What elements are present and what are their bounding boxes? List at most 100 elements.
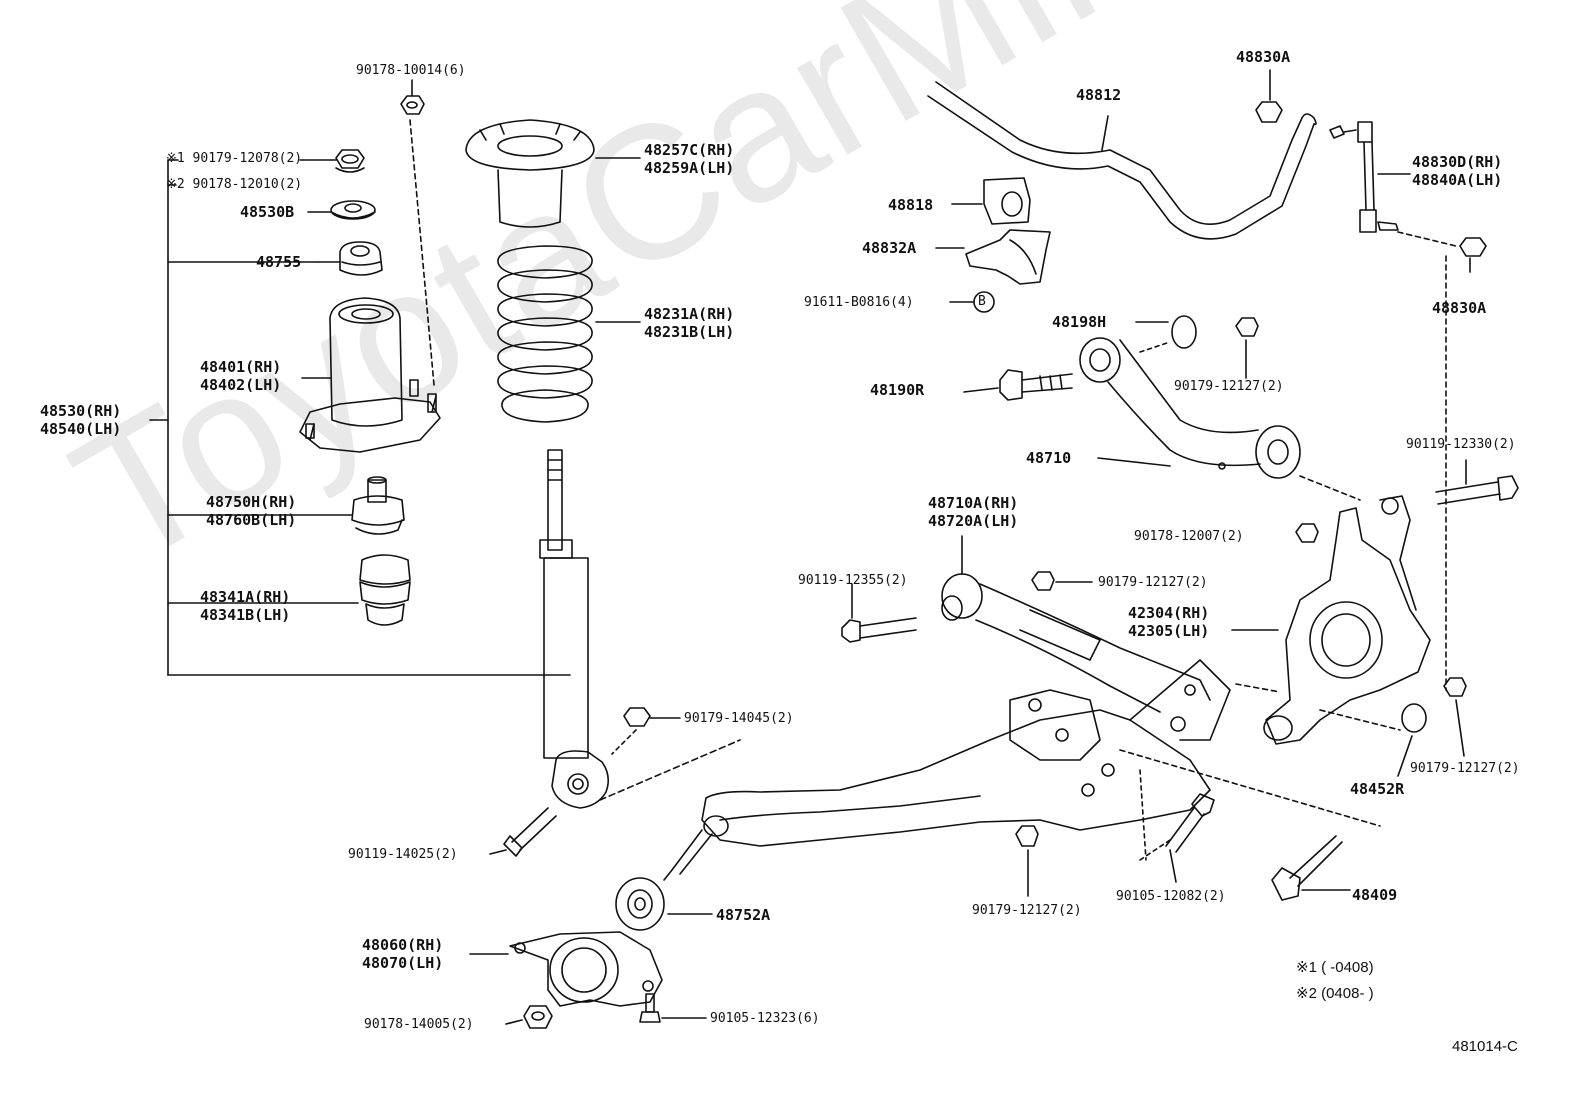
label-48341a: 48341A(RH) 48341B(LH) [200,588,290,624]
nut-90179-12078 [335,149,365,173]
label-42304: 42304(RH) 42305(LH) [1128,604,1209,640]
label-48341b-lh: 48341B(LH) [200,606,291,624]
label-48830a-top: 48830A [1236,48,1291,66]
bushing-48752a [615,877,713,931]
label-90178-14005: 90178-14005(2) [364,1017,474,1032]
cushion-48755 [339,241,383,276]
label-48198h: 48198H [1052,313,1107,331]
label-48231a: 48231A(RH) 48231B(LH) [644,305,734,341]
bumper-48341a [359,554,411,626]
label-48060: 48060(RH) 48070(LH) [362,936,443,972]
bolt-48409 [1271,835,1351,901]
knuckle-42304 [1231,495,1431,745]
label-90178-12010: ※2 90178-12010(2) [166,177,303,192]
cam-48198h [1135,315,1197,349]
bumper-48750h [351,476,405,535]
label-48818: 48818 [888,196,934,214]
label-48060-rh: 48060(RH) [362,936,444,954]
label-48750h-rh: 48750H(RH) [206,493,297,511]
label-90119-12330: 90119-12330(2) [1406,437,1516,452]
spring-seat-48257c [465,119,595,228]
label-90179-12127-d: 90179-12127(2) [972,903,1082,918]
label-48530: 48530(RH) 48540(LH) [40,402,121,438]
label-48812: 48812 [1076,86,1122,104]
label-90179-12127-a: 90179-12127(2) [1174,379,1284,394]
diagram-code: 481014-C [1452,1038,1518,1055]
bracket-48832a [935,229,1051,285]
label-48710a: 48710A(RH) 48720A(LH) [928,494,1018,530]
nut-90179-12127-b [1031,571,1093,591]
label-48830a-right: 48830A [1432,299,1487,317]
label-48401: 48401(RH) 48402(LH) [200,358,281,394]
label-48070-lh: 48070(LH) [362,954,444,972]
label-48530-rh: 48530(RH) [40,402,122,420]
nut-90179-12127-c [1443,677,1467,757]
label-90178-10014: 90178-10014(6) [356,63,466,78]
label-48190r: 48190R [870,381,925,399]
label-90179-12127-b: 90179-12127(2) [1098,575,1208,590]
label-90105-12082: 90105-12082(2) [1116,889,1226,904]
label-91611-b0816: 91611-B0816(4) [804,295,914,310]
label-42305-lh: 42305(LH) [1128,622,1210,640]
bushing-48818 [951,177,1031,225]
label-48720a-lh: 48720A(LH) [928,512,1019,530]
bracket-48060 [469,931,663,1007]
label-48540-lh: 48540(LH) [40,420,122,438]
label-48257c: 48257C(RH) 48259A(LH) [644,141,734,177]
bolt-48190r [963,369,1073,401]
label-48452r: 48452R [1350,780,1405,798]
label-48257c-rh: 48257C(RH) [644,141,735,159]
label-48755: 48755 [256,253,302,271]
coil-spring-48231a [497,245,593,423]
label-48231a-rh: 48231A(RH) [644,305,735,323]
label-90178-12007: 90178-12007(2) [1134,529,1244,544]
nut-48830a-top [1255,69,1283,123]
label-48750h: 48750H(RH) 48760B(LH) [206,493,296,529]
arm-pin [663,815,729,881]
label-48710: 48710 [1026,449,1072,467]
label-48402-lh: 48402(LH) [200,376,282,394]
label-48710a-rh: 48710A(RH) [928,494,1019,512]
nut-90179-14045 [611,707,681,755]
label-48259a-lh: 48259A(LH) [644,159,735,177]
stabilizer-link-48830d [1329,121,1411,233]
nut-90179-12127-a [1235,317,1259,379]
upper-arm-48710 [1079,337,1361,501]
label-48760b-lh: 48760B(LH) [206,511,297,529]
label-90179-12078: ※1 90179-12078(2) [166,151,303,166]
label-90179-12127-c: 90179-12127(2) [1410,761,1520,776]
label-48832a: 48832A [862,239,917,257]
label-48830d-rh: 48830D(RH) [1412,153,1503,171]
shock-absorber [539,449,610,809]
label-48830d: 48830D(RH) 48840A(LH) [1412,153,1502,189]
bolt-90105-12323 [639,993,707,1023]
marker-b-label: B [978,294,986,309]
label-90119-14025: 90119-14025(2) [348,847,458,862]
cam-48452r [1397,703,1427,777]
label-90179-14045: 90179-14045(2) [684,711,794,726]
lower-arm-48710a [941,535,1211,713]
bolt-90119-12355 [841,583,917,643]
nut-90178-10014 [400,95,425,115]
label-90119-12355: 90119-12355(2) [798,573,908,588]
label-48231b-lh: 48231B(LH) [644,323,735,341]
bolt-90119-12330 [1435,459,1519,505]
marker-b-circle [973,291,995,313]
label-48840a-lh: 48840A(LH) [1412,171,1503,189]
label-48401-rh: 48401(RH) [200,358,282,376]
mount-48401 [299,297,441,453]
label-42304-rh: 42304(RH) [1128,604,1210,622]
bolt-90105-12082 [1119,749,1381,883]
bolt-90119-14025 [489,739,741,857]
label-48530b: 48530B [240,203,295,221]
leader-lines-left [149,79,571,676]
washer-48530b [330,200,376,220]
label-90105-12323: 90105-12323(6) [710,1011,820,1026]
nut-90179-12127-d [1015,825,1039,897]
nut-90178-12007 [1295,523,1319,543]
nut-90178-14005 [505,1005,553,1029]
nut-48830a-right [1397,231,1487,691]
note-1: ※1 ( -0408) [1296,959,1374,976]
